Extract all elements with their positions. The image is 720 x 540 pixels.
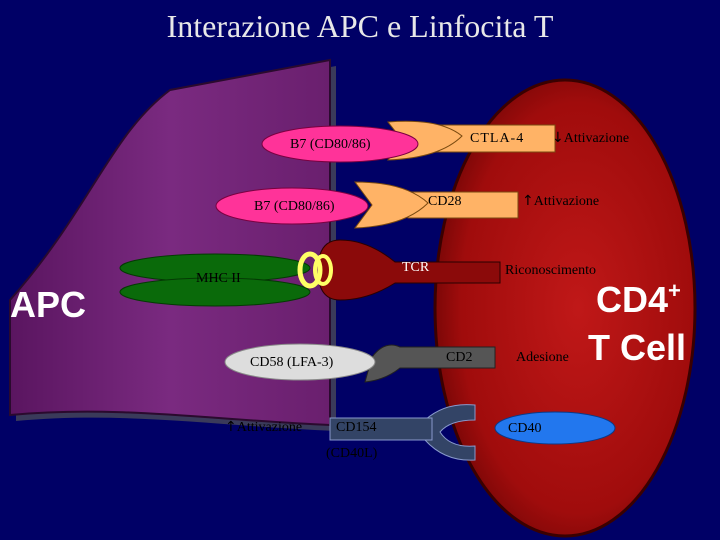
up-arrow-icon: ↑: [522, 193, 534, 209]
cd2-label: CD2: [446, 350, 473, 365]
effect-3: Riconoscimento: [505, 263, 596, 278]
up-arrow-icon: ↑: [225, 419, 237, 435]
cd28-label: CD28: [428, 194, 462, 209]
b7-ligand-1: [261, 125, 419, 163]
peptide-ring-inner: [313, 254, 333, 286]
ctla4-label: CTLA-4: [470, 131, 525, 146]
effect-1: ↓Attivazione: [552, 130, 629, 147]
cd2-receptor-shape: [364, 344, 496, 383]
cd154-clamp-shape: [424, 404, 476, 461]
effect-2-text: Attivazione: [533, 194, 600, 209]
mhc-ii-molecule-lower: [119, 277, 311, 307]
peptide-ring-outer: [297, 251, 323, 289]
cd40-label: CD40: [508, 421, 542, 436]
b7-ligand-2: [215, 187, 369, 225]
cd4-label-sup: +: [668, 278, 681, 303]
cd28-clamp-shape: [353, 181, 429, 229]
apc-label: APC: [10, 284, 87, 325]
slide-title: Interazione APC e Linfocita T: [166, 8, 554, 44]
effect-1-text: Attivazione: [563, 131, 630, 146]
effect-5-text: Attivazione: [236, 420, 303, 435]
cd58-label: CD58 (LFA-3): [250, 355, 334, 370]
effect-5: ↑Attivazione: [225, 419, 302, 436]
mhc-ii-label: MHC II: [196, 271, 241, 286]
cd4-label: CD4+: [596, 278, 681, 321]
cd154-ligand-shape: [329, 417, 433, 441]
t-cell-label: T Cell: [588, 327, 687, 368]
cd4-label-text: CD4: [596, 279, 669, 320]
effect-2: ↑Attivazione: [522, 193, 599, 210]
cd154-label: CD154: [336, 420, 377, 435]
tcr-label: TCR: [402, 260, 430, 275]
cd40-receptor-shape: [494, 411, 616, 445]
effect-4: Adesione: [516, 350, 569, 365]
cd58-ligand: [224, 343, 376, 381]
b7-label-1: B7 (CD80/86): [290, 137, 371, 152]
cd40l-label: (CD40L): [326, 446, 378, 461]
down-arrow-icon: ↓: [552, 130, 564, 146]
b7-label-2: B7 (CD80/86): [254, 199, 335, 214]
